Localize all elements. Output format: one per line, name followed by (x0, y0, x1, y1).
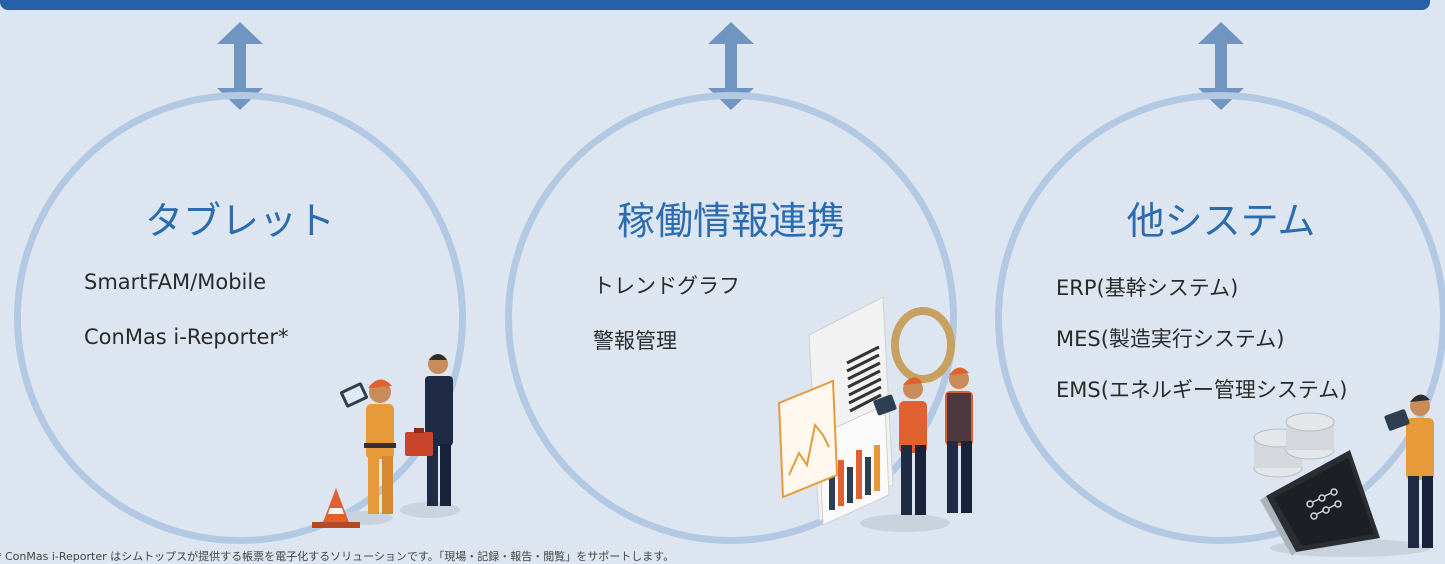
tablet-item-conmas: ConMas i-Reporter* (84, 325, 289, 349)
tablet-title: タブレット (144, 199, 336, 243)
bidirectional-arrow-icon (217, 22, 263, 110)
operation-info-title: 稼働情報連携 (616, 199, 846, 243)
bidirectional-arrow-icon (1198, 22, 1244, 110)
trend-graph-workers-illustration (777, 296, 973, 532)
tablet-item-smartfam: SmartFAM/Mobile (84, 270, 267, 294)
other-systems-title: 他システム (1126, 199, 1316, 243)
tablet-workers-illustration (312, 354, 460, 528)
top-header-bar (0, 0, 1430, 10)
operation-item-trend-graph: トレンドグラフ (593, 274, 740, 298)
other-systems-circle (995, 92, 1445, 544)
operation-item-alarm: 警報管理 (593, 329, 677, 353)
other-item-ems: EMS(エネルギー管理システム) (1056, 378, 1348, 402)
tablet-circle (14, 92, 466, 544)
other-item-mes: MES(製造実行システム) (1056, 327, 1285, 351)
bidirectional-arrow-icon (708, 22, 754, 110)
other-systems-illustration (1253, 394, 1434, 557)
footnote: * ConMas i-Reporter はシムトップスが提供する帳票を電子化する… (0, 550, 675, 563)
operation-info-circle (505, 92, 957, 544)
other-item-erp: ERP(基幹システム) (1056, 276, 1239, 300)
